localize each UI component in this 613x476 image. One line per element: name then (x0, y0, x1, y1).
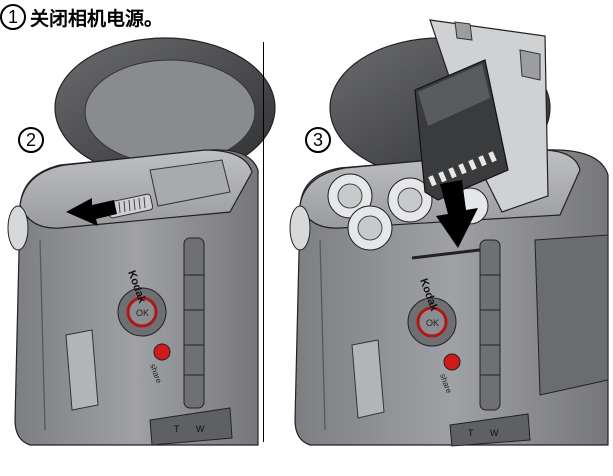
right-zoom-w: W (490, 428, 499, 438)
step-1-number: 1 (0, 4, 26, 30)
left-zoom-t: T (174, 424, 180, 434)
step-2-marker: 2 (18, 127, 44, 153)
left-ok-label: OK (136, 308, 149, 318)
insert-arrow-icon (436, 180, 478, 248)
step-1-heading: 1 关闭相机电源。 (0, 0, 163, 34)
battery-icon (327, 173, 489, 251)
panel-divider (263, 42, 264, 442)
left-zoom-w: W (196, 424, 205, 434)
push-arrow-icon (66, 198, 117, 226)
left-camera (7, 37, 276, 446)
step-3-number: 3 (305, 127, 331, 153)
right-zoom-t: T (468, 428, 474, 438)
right-camera (289, 19, 609, 447)
right-ok-label: OK (426, 318, 439, 328)
sd-card-icon (414, 59, 509, 201)
step-3-marker: 3 (305, 127, 331, 153)
step-1-text: 关闭相机电源。 (30, 7, 164, 30)
step-2-number: 2 (18, 127, 44, 153)
